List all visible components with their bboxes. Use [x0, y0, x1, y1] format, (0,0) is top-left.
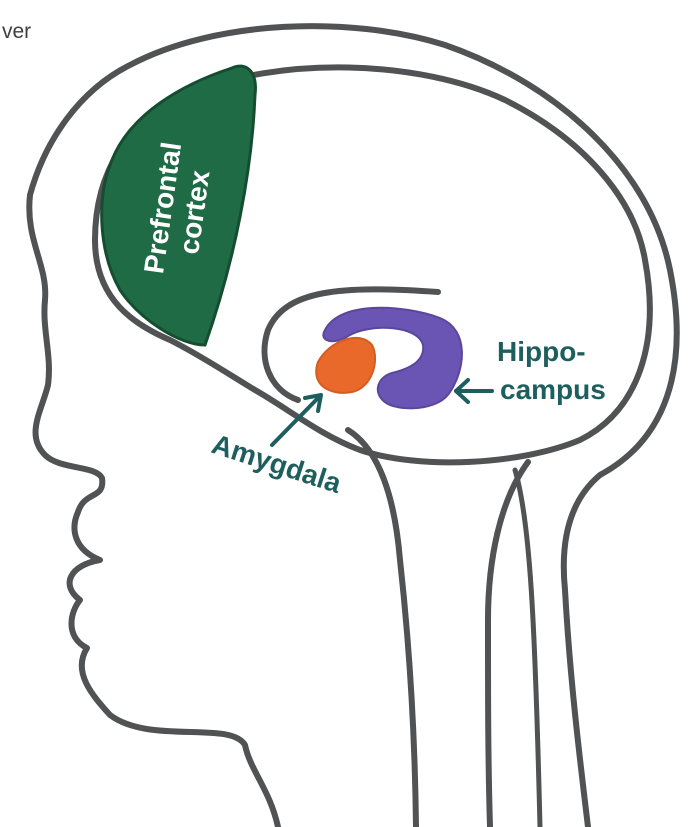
- hippocampus-arrow: [456, 380, 492, 402]
- hippocampus-label-line2: campus: [500, 374, 606, 405]
- amygdala-region: [316, 338, 375, 393]
- spinal-cord-left: [348, 430, 416, 827]
- neck-back-line: [515, 470, 540, 827]
- hippocampus-label-line1: Hippo-: [497, 336, 586, 367]
